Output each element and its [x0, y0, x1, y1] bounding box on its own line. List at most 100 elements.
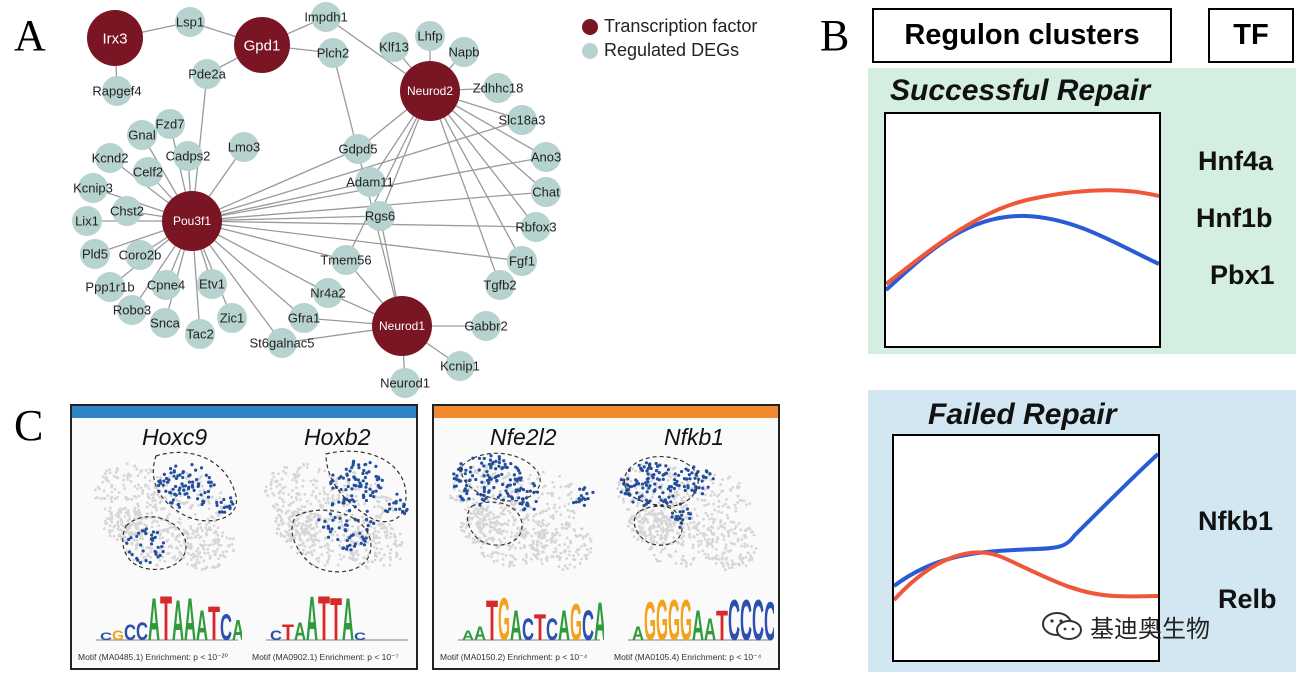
tsne-background-point	[516, 527, 519, 531]
tsne-highlight-point	[148, 560, 152, 565]
tsne-background-point	[546, 555, 549, 559]
tsne-background-point	[664, 527, 668, 531]
tsne-highlight-point	[153, 535, 157, 539]
tsne-background-point	[675, 490, 679, 494]
deg-node-label: Lhfp	[417, 29, 442, 44]
tsne-highlight-point	[519, 486, 523, 490]
tsne-background-point	[373, 558, 377, 562]
tsne-highlight-point	[352, 475, 356, 479]
tsne-background-point	[311, 490, 315, 493]
deg-node-label: Gnal	[128, 128, 156, 143]
tsne-background-point	[297, 516, 300, 520]
tsne-highlight-point	[692, 482, 696, 486]
tsne-background-point	[292, 472, 296, 476]
tsne-background-point	[589, 550, 592, 554]
tsne-background-point	[206, 548, 210, 551]
tsne-highlight-point	[626, 488, 630, 492]
tsne-background-point	[507, 519, 510, 523]
deg-node-label: Celf2	[133, 165, 163, 180]
tsne-highlight-point	[196, 484, 200, 488]
tsne-background-point	[507, 564, 511, 568]
deg-node: Lix1	[72, 206, 102, 236]
tsne-background-point	[285, 510, 289, 514]
tsne-background-point	[392, 542, 396, 546]
tsne-background-point	[354, 487, 358, 491]
tsne-background-point	[479, 507, 483, 510]
tsne-background-point	[538, 474, 542, 478]
tsne-background-point	[656, 533, 660, 537]
tsne-background-point	[524, 559, 527, 563]
tsne-background-point	[369, 483, 373, 487]
tsne-background-point	[345, 509, 348, 513]
tsne-background-point	[161, 507, 165, 511]
tsne-background-point	[360, 515, 364, 519]
logo-letter: C	[764, 591, 774, 646]
tsne-highlight-point	[491, 460, 495, 464]
tsne-background-point	[700, 498, 704, 502]
tsne-highlight-point	[478, 503, 482, 507]
tsne-background-point	[540, 528, 544, 532]
tsne-background-point	[211, 539, 215, 542]
tsne-highlight-point	[640, 494, 644, 498]
tsne-background-point	[644, 535, 648, 538]
tsne-background-point	[452, 482, 456, 486]
tsne-background-point	[638, 520, 641, 524]
tsne-background-point	[645, 518, 649, 522]
deg-node-label: Fgf1	[509, 254, 535, 269]
tsne-background-point	[554, 538, 558, 542]
tsne-background-point	[205, 522, 209, 526]
tsne-background-point	[531, 539, 535, 543]
tsne-background-point	[194, 563, 197, 567]
tsne-highlight-point	[501, 466, 505, 470]
tsne-background-point	[721, 504, 725, 508]
gene-nfkb1: Nfkb1	[664, 424, 725, 450]
tsne-background-point	[351, 554, 355, 558]
tsne-background-point	[136, 487, 139, 491]
tsne-background-point	[528, 473, 532, 477]
tsne-background-point	[317, 514, 320, 518]
tsne-background-point	[284, 471, 288, 475]
tsne-highlight-point	[368, 493, 373, 498]
tsne-background-point	[135, 538, 139, 542]
tsne-background-point	[388, 563, 392, 567]
tsne-background-point	[518, 529, 522, 532]
tsne-highlight-point	[358, 481, 362, 485]
tsne-background-point	[489, 521, 493, 525]
tsne-highlight-point	[162, 472, 166, 477]
tsne-background-point	[133, 484, 137, 488]
tsne-background-point	[691, 546, 695, 550]
tsne-highlight-point	[195, 497, 200, 501]
tsne-background-point	[274, 519, 278, 523]
tsne-background-point	[715, 554, 719, 557]
tsne-background-point	[369, 525, 373, 528]
regulon-clusters-header: Regulon clusters	[872, 8, 1172, 63]
tsne-highlight-point	[165, 480, 170, 484]
tsne-background-point	[689, 521, 693, 525]
tsne-background-point	[106, 494, 110, 498]
tsne-background-point	[655, 557, 658, 561]
tsne-background-point	[137, 514, 141, 518]
tsne-background-point	[465, 499, 469, 503]
tsne-background-point	[677, 493, 680, 497]
tsne-background-point	[307, 532, 310, 536]
tsne-highlight-point	[673, 478, 677, 482]
tsne-highlight-point	[345, 538, 349, 543]
tsne-background-point	[508, 547, 511, 551]
tsne-background-point	[123, 487, 127, 490]
tsne-background-point	[667, 528, 670, 532]
tsne-background-point	[395, 555, 398, 558]
tsne-background-point	[471, 465, 475, 469]
tsne-background-point	[493, 528, 497, 532]
tsne-background-point	[652, 514, 656, 518]
tsne-background-point	[149, 516, 153, 519]
tsne-highlight-point	[669, 500, 673, 504]
tsne-background-point	[380, 557, 384, 560]
tsne-background-point	[733, 527, 737, 531]
deg-node: Slc18a3	[499, 105, 545, 135]
tsne-background-point	[177, 499, 181, 503]
tsne-background-point	[674, 508, 678, 512]
tsne-background-point	[723, 568, 727, 572]
tsne-highlight-point	[645, 490, 649, 494]
tsne-background-point	[616, 487, 619, 491]
